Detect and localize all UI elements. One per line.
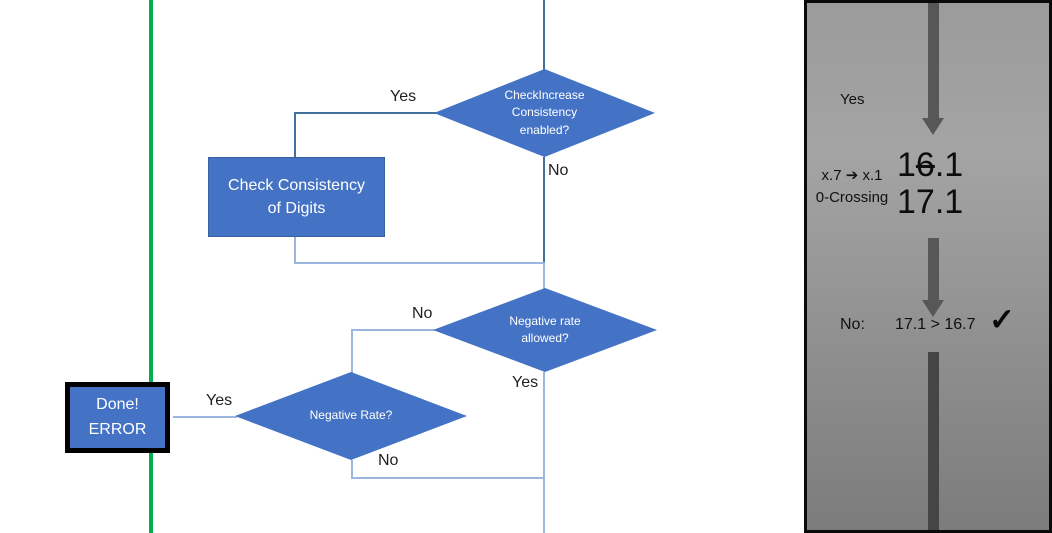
decision-negative-rate-allowed: Negative rate allowed? xyxy=(433,288,657,372)
side-panel: Yes x.7 ➔ x.1 0-Crossing 16.1 17.1 No: 1… xyxy=(804,0,1052,533)
decision-checkincrease-label: CheckIncrease Consistency enabled? xyxy=(504,87,585,137)
connector-checkconsistency-bottom-horizontal xyxy=(294,262,545,264)
old-value-suffix: .1 xyxy=(934,146,964,184)
panel-rule-line1: x.7 ➔ x.1 xyxy=(821,167,883,184)
panel-rule-text: x.7 ➔ x.1 0-Crossing xyxy=(807,165,897,209)
edge-label-yes-negativerateallowed: Yes xyxy=(512,374,539,391)
old-value-struck-digit: 6 xyxy=(915,146,935,184)
connector-checkincrease-yes-vertical xyxy=(294,112,296,158)
connector-checkincrease-no-vertical xyxy=(543,157,545,264)
down-arrow-bottom-bar xyxy=(928,352,939,530)
panel-result-label: No: xyxy=(840,316,865,333)
connector-checkincrease-yes-horizontal xyxy=(294,112,437,114)
panel-rule-line2: 0-Crossing xyxy=(815,189,889,206)
decision-negative-rate-label: Negative Rate? xyxy=(309,408,393,423)
connector-negativerate-no-horizontal xyxy=(351,477,545,479)
panel-old-value: 16.1 xyxy=(897,147,963,184)
connector-top-into-checkincrease xyxy=(543,0,545,70)
panel-values: 16.1 17.1 xyxy=(897,147,963,221)
panel-yes-label: Yes xyxy=(840,91,865,108)
process-check-consistency-label: Check Consistency of Digits xyxy=(228,176,365,217)
connector-negativerate-no-vertical xyxy=(351,460,353,479)
connector-checkconsistency-bottom-vertical xyxy=(294,235,296,264)
down-arrow-middle-head-icon xyxy=(922,300,944,317)
edge-label-yes-negativerate: Yes xyxy=(206,392,233,409)
terminator-done-error-label: Done! ERROR xyxy=(88,395,147,438)
decision-negative-rate-allowed-label: Negative rate allowed? xyxy=(509,313,581,345)
connector-nra-yes-vertical xyxy=(543,372,545,533)
panel-result-comparison: 17.1 > 16.7 xyxy=(895,316,976,333)
edge-label-no-negativerateallowed: No xyxy=(412,305,433,322)
connector-into-negativerateallowed xyxy=(543,262,545,289)
green-vertical-line xyxy=(149,0,153,533)
down-arrow-top-head-icon xyxy=(922,118,944,135)
down-arrow-top-shaft xyxy=(928,3,939,118)
connector-nra-no-horizontal xyxy=(351,329,435,331)
down-arrow-middle-shaft xyxy=(928,238,939,300)
decision-checkincrease-consistency: CheckIncrease Consistency enabled? xyxy=(434,69,655,157)
checkmark-icon: ✓ xyxy=(989,302,1015,337)
panel-new-value: 17.1 xyxy=(897,183,964,221)
process-check-consistency-of-digits: Check Consistency of Digits xyxy=(208,157,385,237)
decision-negative-rate: Negative Rate? xyxy=(235,372,467,460)
old-value-prefix: 1 xyxy=(897,146,916,184)
terminator-done-error: Done! ERROR xyxy=(65,382,170,453)
connector-nra-no-vertical xyxy=(351,329,353,373)
edge-label-no-negativerate: No xyxy=(378,452,399,469)
edge-label-yes-checkincrease: Yes xyxy=(390,88,417,105)
connector-negativerate-yes-horizontal xyxy=(173,416,237,418)
edge-label-no-checkincrease: No xyxy=(548,162,569,179)
